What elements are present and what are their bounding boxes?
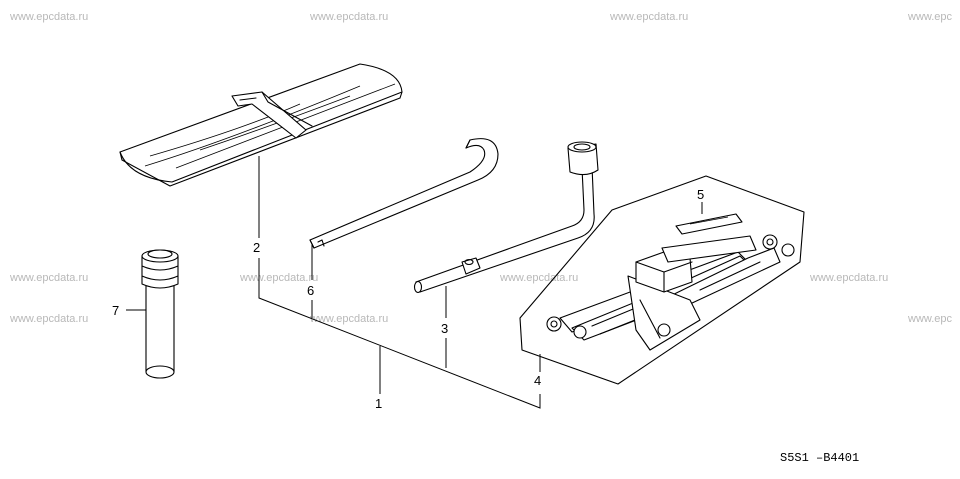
callout-4[interactable]: 4: [534, 373, 541, 388]
watermark-text: www.epcdata.ru: [609, 11, 688, 23]
callout-1[interactable]: 1: [375, 396, 382, 411]
leader-lines: [126, 156, 703, 409]
watermark-text: www.epc: [907, 313, 953, 325]
diagram-code: S5S1 –B4401: [780, 451, 859, 465]
callout-7[interactable]: 7: [112, 303, 119, 318]
socket-tube-drawing: [141, 249, 179, 379]
watermark-text: www.epc: [907, 11, 953, 23]
callout-2[interactable]: 2: [253, 240, 260, 255]
tool-bag-drawing: [119, 63, 403, 187]
lug-wrench-drawing: [413, 141, 599, 294]
callout-6[interactable]: 6: [307, 283, 314, 298]
callout-5[interactable]: 5: [697, 187, 704, 202]
jack-drawing: [519, 175, 805, 385]
watermark-text: www.epcdata.ru: [309, 11, 388, 23]
watermark-text: www.epcdata.ru: [809, 272, 888, 284]
watermark-text: www.epcdata.ru: [9, 272, 88, 284]
callout-3[interactable]: 3: [441, 321, 448, 336]
watermark-text: www.epcdata.ru: [499, 272, 578, 284]
watermark-text: www.epcdata.ru: [309, 313, 388, 325]
watermark-text: www.epcdata.ru: [9, 11, 88, 23]
wrench-bar-drawing: [309, 138, 499, 249]
watermark-text: www.epcdata.ru: [9, 313, 88, 325]
